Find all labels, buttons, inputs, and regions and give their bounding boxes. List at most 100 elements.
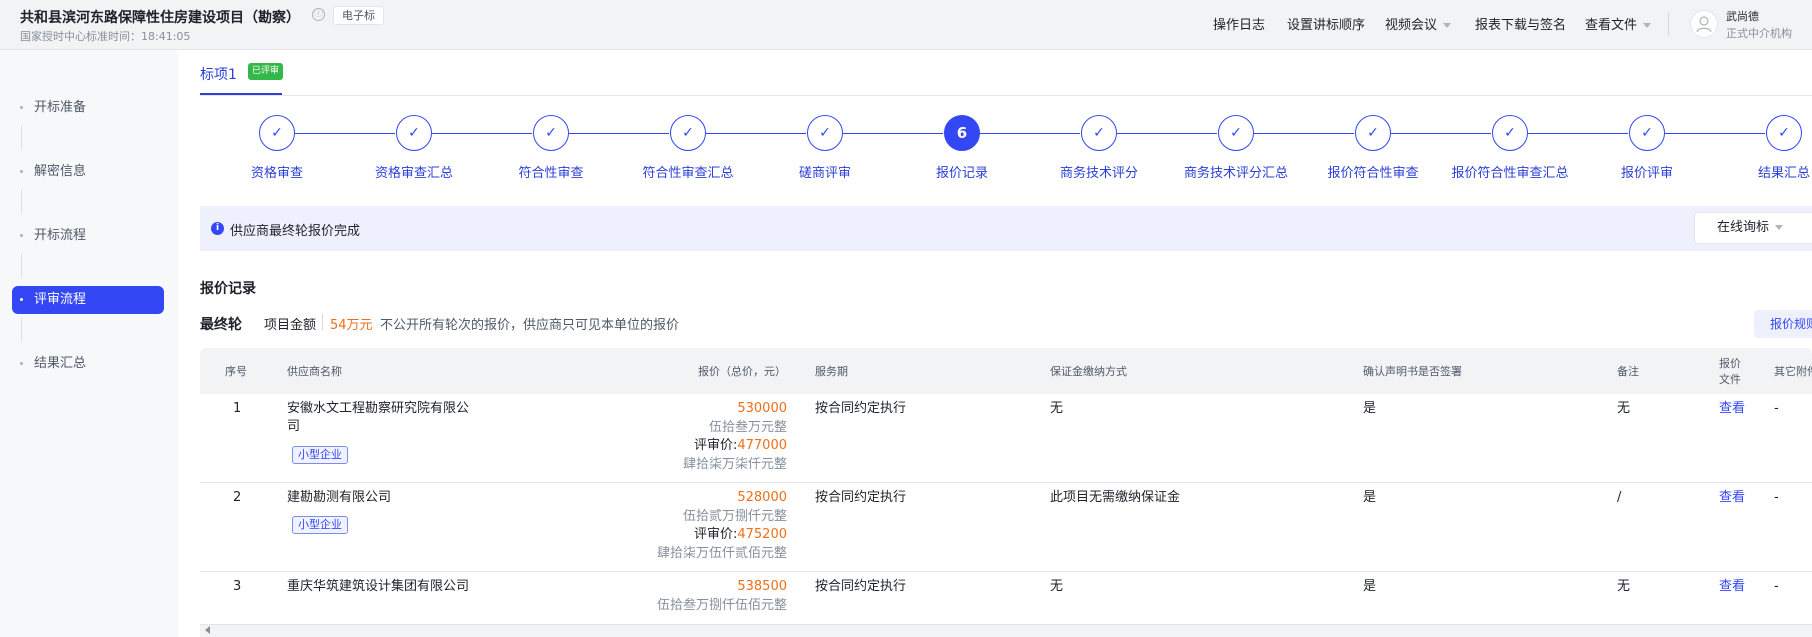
check-icon[interactable]: ✓ bbox=[670, 115, 706, 151]
user-org: 正式中介机构 bbox=[1726, 27, 1792, 40]
step-label-result-summary[interactable]: 结果汇总 bbox=[1757, 166, 1810, 181]
step-connector bbox=[295, 133, 395, 134]
header-divider bbox=[1668, 12, 1669, 36]
column-header-file-1: 报价 bbox=[1719, 357, 1741, 370]
deposit-method: 无 bbox=[1050, 401, 1064, 416]
divider bbox=[322, 314, 323, 330]
step-connector bbox=[1117, 133, 1217, 134]
check-icon[interactable]: ✓ bbox=[1766, 115, 1802, 151]
supplier-name: 重庆华筑建筑设计集团有限公司 bbox=[287, 579, 470, 594]
price-cell: 528000 伍拾贰万捌仟元整 评审价:475200 肆拾柒万伍仟贰佰元整 bbox=[637, 489, 787, 563]
remark: 无 bbox=[1617, 579, 1631, 594]
small-enterprise-tag: 小型企业 bbox=[292, 516, 348, 534]
eval-price-label: 评审价: bbox=[693, 527, 738, 542]
service-period: 按合同约定执行 bbox=[815, 579, 907, 594]
view-file-link[interactable]: 查看 bbox=[1719, 401, 1746, 416]
step-label-qualification-summary[interactable]: 资格审查汇总 bbox=[374, 166, 453, 181]
check-icon[interactable]: ✓ bbox=[259, 115, 295, 151]
standard-time: 国家授时中心标准时间：18:41:05 bbox=[20, 30, 191, 43]
sidebar-item-result-summary[interactable]: 结果汇总 bbox=[12, 350, 164, 378]
eval-price: 475200 bbox=[737, 527, 787, 542]
remark: / bbox=[1617, 490, 1622, 505]
notice-text: 供应商最终轮报价完成 bbox=[230, 224, 361, 239]
step-label-quote-record[interactable]: 报价记录 bbox=[935, 166, 988, 181]
column-header-period: 服务期 bbox=[815, 365, 848, 378]
sidebar-connector bbox=[21, 254, 22, 278]
user-avatar-icon[interactable] bbox=[1690, 10, 1718, 38]
project-title: 共和县滨河东路保障性住房建设项目（勘察） bbox=[20, 10, 300, 26]
video-meeting-menu[interactable]: 视频会议 bbox=[1385, 14, 1452, 33]
bullet-dot bbox=[20, 362, 23, 365]
table-header bbox=[200, 348, 1812, 394]
confirm-signed: 是 bbox=[1363, 579, 1377, 594]
step-label-tech-scoring-summary[interactable]: 商务技术评分汇总 bbox=[1183, 166, 1288, 181]
sidebar: 开标准备 解密信息 开标流程 评审流程 结果汇总 bbox=[0, 50, 178, 637]
remark: 无 bbox=[1617, 401, 1631, 416]
check-icon[interactable]: ✓ bbox=[1218, 115, 1254, 151]
sidebar-item-review-process[interactable]: 评审流程 bbox=[12, 286, 164, 314]
step-label-compliance-summary[interactable]: 符合性审查汇总 bbox=[642, 166, 734, 181]
caret-down-icon bbox=[1443, 23, 1452, 28]
view-file-link[interactable]: 查看 bbox=[1719, 579, 1746, 594]
step-label-negotiation[interactable]: 磋商评审 bbox=[798, 166, 851, 181]
report-download-link[interactable]: 报表下载与签名 bbox=[1475, 18, 1567, 33]
step-connector bbox=[706, 133, 806, 134]
row-seq: 1 bbox=[233, 401, 242, 416]
other-attachments: - bbox=[1774, 490, 1779, 505]
deposit-method: 此项目无需缴纳保证金 bbox=[1050, 490, 1181, 505]
bid-order-link[interactable]: 设置讲标顺序 bbox=[1287, 18, 1366, 33]
check-icon[interactable]: ✓ bbox=[1629, 115, 1665, 151]
small-enterprise-tag: 小型企业 bbox=[292, 446, 348, 464]
supplier-name-cont: 司 bbox=[287, 419, 301, 434]
step-label-quote-review[interactable]: 报价评审 bbox=[1620, 166, 1673, 181]
check-icon[interactable]: ✓ bbox=[1081, 115, 1117, 151]
scroll-left-arrow-icon[interactable] bbox=[205, 626, 210, 634]
step-connector bbox=[569, 133, 669, 134]
supplier-name: 安徽水文工程勘察研究院有限公 bbox=[287, 401, 470, 416]
reviewed-badge: 已评审 bbox=[248, 63, 284, 80]
step-connector bbox=[1391, 133, 1491, 134]
row-seq: 2 bbox=[233, 490, 242, 505]
horizontal-scrollbar[interactable] bbox=[200, 624, 1812, 637]
current-step-number[interactable]: 6 bbox=[944, 115, 980, 151]
check-icon[interactable]: ✓ bbox=[807, 115, 843, 151]
quote-rules-button[interactable]: 报价规则 bbox=[1754, 310, 1812, 338]
step-label-compliance[interactable]: 符合性审查 bbox=[518, 166, 584, 181]
column-header-deposit: 保证金缴纳方式 bbox=[1050, 365, 1127, 378]
sidebar-item-bid-prep[interactable]: 开标准备 bbox=[12, 94, 164, 122]
eval-price-words: 肆拾柒万伍仟贰佰元整 bbox=[656, 545, 787, 561]
confirm-signed: 是 bbox=[1363, 401, 1377, 416]
check-icon[interactable]: ✓ bbox=[1492, 115, 1528, 151]
tab-bar-border bbox=[200, 95, 1812, 96]
view-files-menu[interactable]: 查看文件 bbox=[1585, 14, 1652, 33]
check-icon[interactable]: ✓ bbox=[533, 115, 569, 151]
sidebar-connector bbox=[21, 190, 22, 214]
bullet-dot bbox=[20, 106, 23, 109]
step-connector bbox=[1528, 133, 1628, 134]
step-label-quote-compliance[interactable]: 报价符合性审查 bbox=[1327, 166, 1419, 181]
step-label-quote-compliance-summary[interactable]: 报价符合性审查汇总 bbox=[1451, 166, 1569, 181]
check-icon[interactable]: ✓ bbox=[1355, 115, 1391, 151]
quote-price-words: 伍拾贰万捌仟元整 bbox=[682, 508, 787, 524]
price-cell: 538500 伍拾叁万捌仟伍佰元整 bbox=[637, 578, 787, 615]
deposit-method: 无 bbox=[1050, 579, 1064, 594]
info-icon[interactable]: ⓘ bbox=[312, 8, 325, 21]
step-label-tech-scoring[interactable]: 商务技术评分 bbox=[1059, 166, 1138, 181]
sidebar-item-decrypt-info[interactable]: 解密信息 bbox=[12, 158, 164, 186]
step-label-qualification[interactable]: 资格审查 bbox=[250, 166, 303, 181]
step-connector bbox=[432, 133, 532, 134]
online-inquiry-select[interactable]: 在线询标 bbox=[1694, 212, 1812, 244]
tab-lot-1[interactable]: 标项1 bbox=[200, 67, 237, 83]
tab-active-indicator bbox=[200, 93, 282, 95]
operation-log-link[interactable]: 操作日志 bbox=[1213, 18, 1266, 33]
check-icon[interactable]: ✓ bbox=[396, 115, 432, 151]
service-period: 按合同约定执行 bbox=[815, 490, 907, 505]
round-label: 最终轮 bbox=[200, 317, 242, 333]
bullet-dot bbox=[20, 234, 23, 237]
info-icon: i bbox=[211, 222, 224, 235]
view-file-link[interactable]: 查看 bbox=[1719, 490, 1746, 505]
step-connector bbox=[980, 133, 1080, 134]
eval-price: 477000 bbox=[737, 438, 787, 453]
sidebar-connector bbox=[21, 126, 22, 150]
sidebar-item-opening-process[interactable]: 开标流程 bbox=[12, 222, 164, 250]
